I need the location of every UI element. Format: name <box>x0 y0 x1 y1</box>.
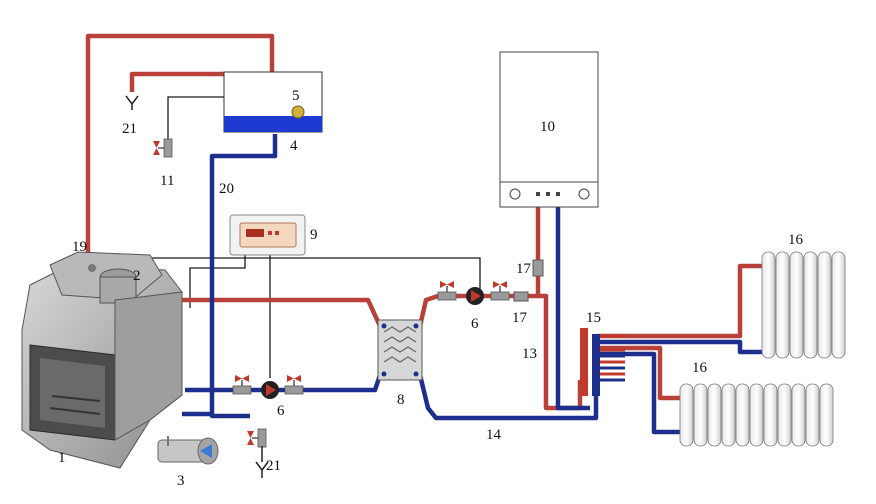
label-19: 19 <box>72 239 87 255</box>
label-17-bottom: 17 <box>512 310 528 326</box>
ball-valve-icon <box>284 374 304 395</box>
distribution-manifold-icon <box>580 328 625 396</box>
ball-valve-icon <box>152 138 173 158</box>
label-5: 5 <box>292 88 300 104</box>
label-6-top: 6 <box>471 316 479 332</box>
label-10: 10 <box>540 119 555 135</box>
label-21-bottom: 21 <box>266 458 281 474</box>
hot-water-pipes <box>85 33 762 411</box>
ball-valve-icon <box>232 374 252 395</box>
ball-valve-icon <box>490 280 510 301</box>
thermostatic-valve <box>532 259 544 277</box>
label-21-top: 21 <box>122 121 137 137</box>
label-13: 13 <box>522 346 537 362</box>
open-expansion-tank-icon <box>223 71 323 133</box>
label-16-top: 16 <box>788 232 804 248</box>
component-labels: 1 2 3 4 5 6 6 8 9 10 11 13 14 15 16 16 1… <box>58 88 804 489</box>
air-intake-icon <box>157 436 219 465</box>
label-3: 3 <box>177 473 185 489</box>
label-16-bottom: 16 <box>692 360 708 376</box>
label-4: 4 <box>290 138 298 154</box>
controller-panel-icon <box>229 214 306 256</box>
radiator-icon <box>761 251 846 359</box>
drain-funnel-icon <box>255 446 269 478</box>
plate-heat-exchanger-icon <box>377 319 423 381</box>
label-20: 20 <box>219 181 234 197</box>
label-14: 14 <box>486 427 502 443</box>
radiator-icon <box>679 383 834 447</box>
label-15: 15 <box>586 310 601 326</box>
ball-valve-icon <box>437 280 457 301</box>
label-6-bottom: 6 <box>277 403 285 419</box>
fireplace-insert-icon <box>21 251 183 469</box>
label-8: 8 <box>397 392 405 408</box>
label-1: 1 <box>58 450 66 466</box>
label-17-top: 17 <box>516 261 532 277</box>
drain-funnel-icon <box>125 95 139 110</box>
cold-water-pipes <box>182 134 762 435</box>
circulation-pump-icon <box>261 381 279 399</box>
thermostatic-valve <box>513 291 529 302</box>
ball-valve-icon <box>246 428 267 448</box>
label-2: 2 <box>133 268 141 284</box>
wall-boiler-icon <box>499 51 599 208</box>
label-11: 11 <box>160 173 174 189</box>
circulation-pump-icon <box>466 287 484 305</box>
label-9: 9 <box>310 227 318 243</box>
